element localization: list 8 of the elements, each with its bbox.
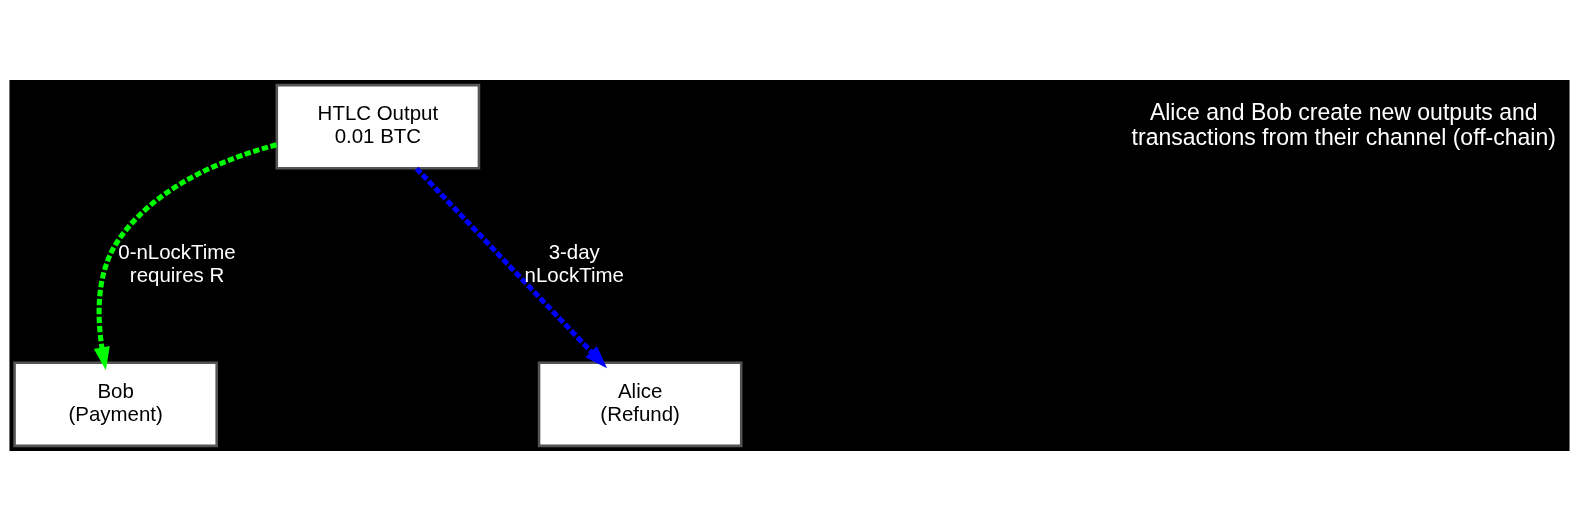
node-box: Alice (Refund) bbox=[537, 360, 743, 447]
node-box: Bob (Payment) bbox=[13, 360, 218, 447]
label: Alice and Bob create new outputs and transactions from their channel (off-chain) bbox=[1131, 98, 1556, 150]
edge-label: 3-day nLockTime bbox=[524, 239, 624, 286]
arrow bbox=[93, 141, 278, 370]
node-box: HTLC Output 0.01 BTC bbox=[275, 83, 481, 170]
arrow bbox=[414, 166, 608, 368]
edge-label: 0-nLockTime requires R bbox=[118, 239, 236, 286]
